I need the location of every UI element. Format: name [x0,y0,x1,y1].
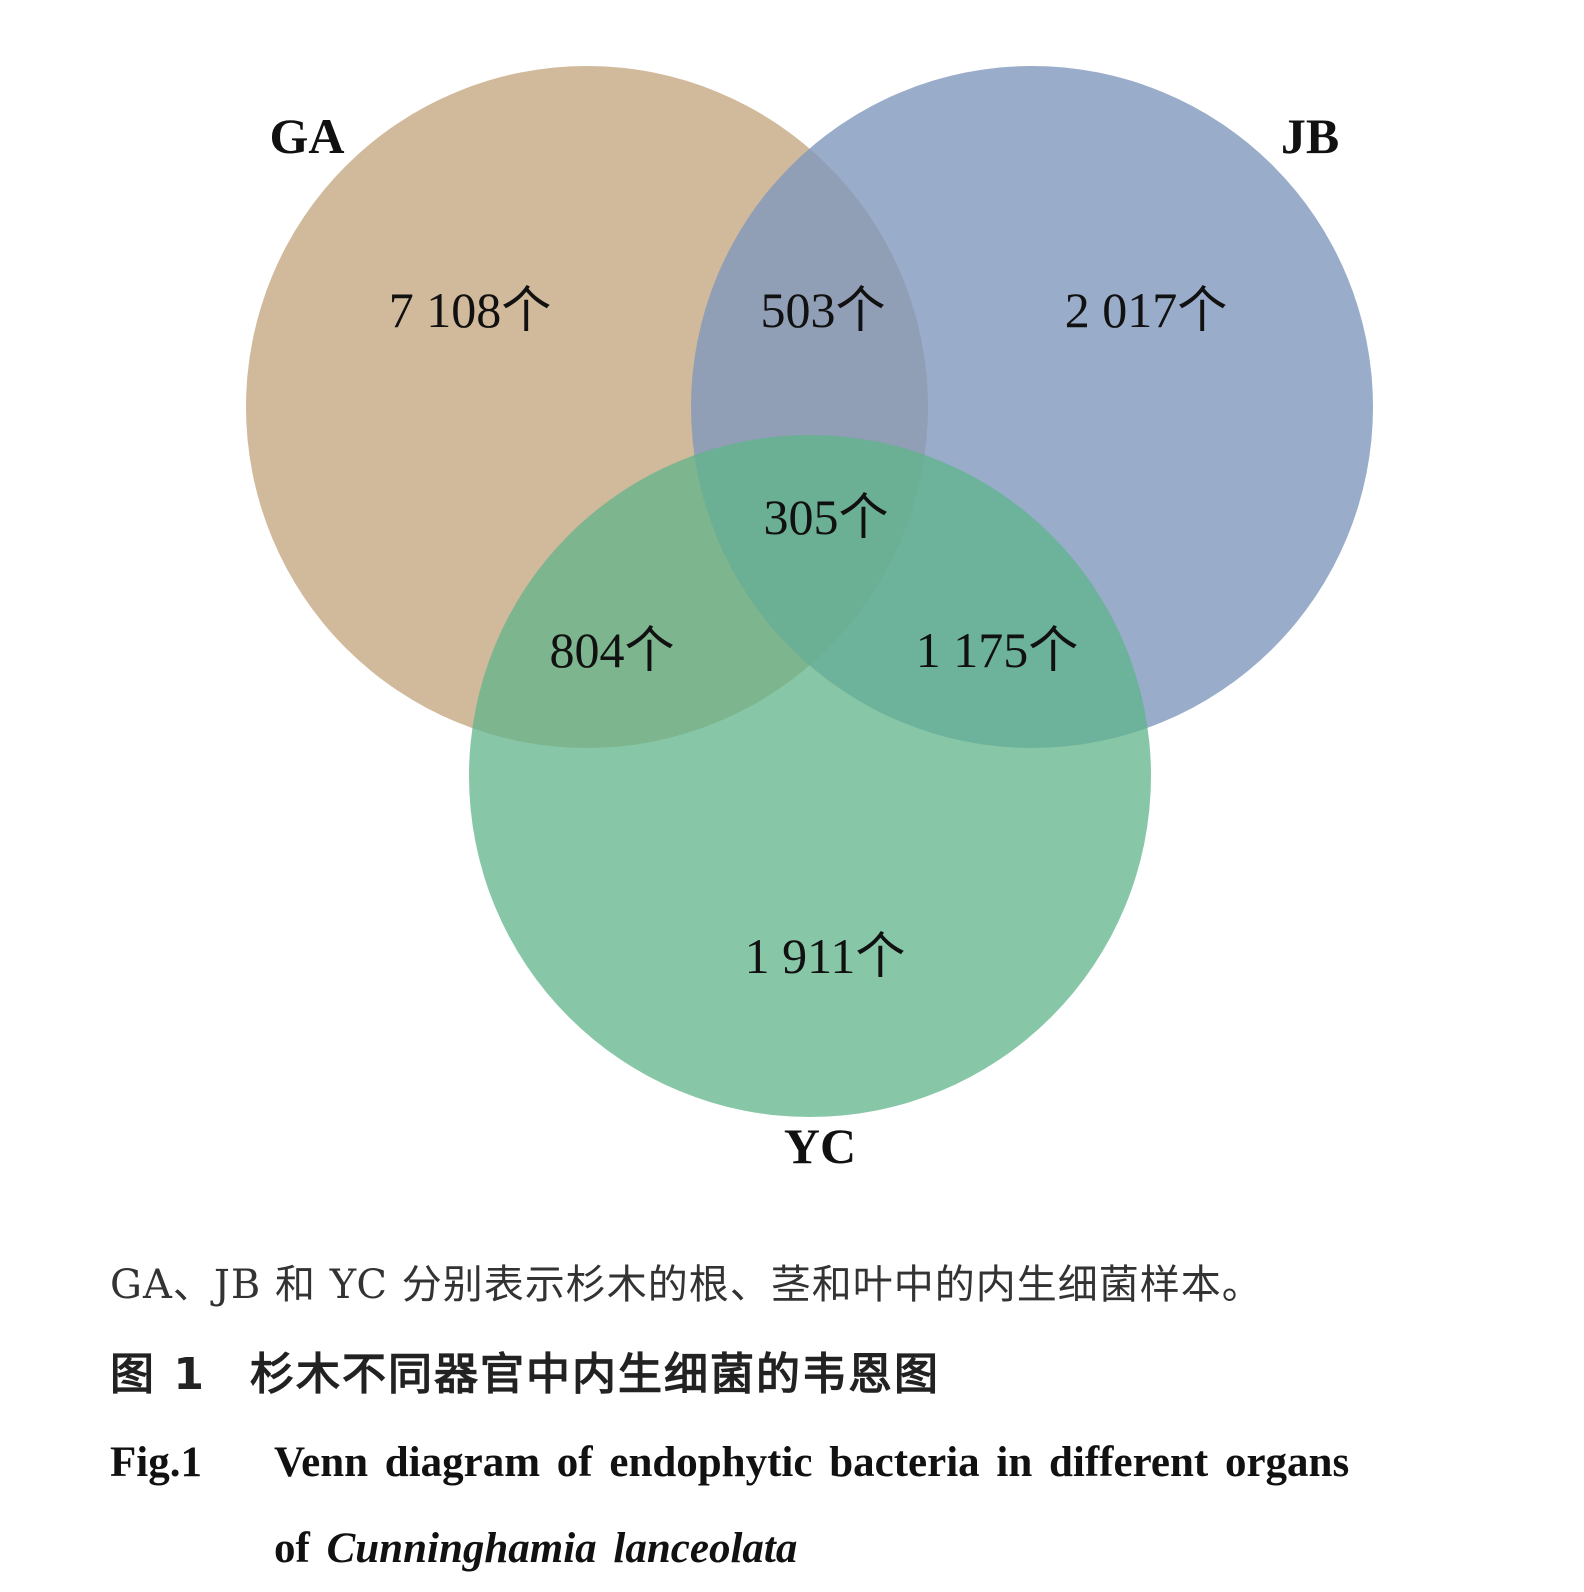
caption-english-title-of: of [274,1525,310,1572]
caption-chinese-title: 杉木不同器官中内生细菌的韦恩图 [250,1349,940,1400]
caption-chinese: 图 1 杉木不同器官中内生细菌的韦恩图 [110,1338,940,1402]
caption-english-figure-number: Fig.1 [110,1439,202,1486]
region-ga-yc: 804个 [550,622,675,678]
set-label-yc: YC [784,1118,856,1174]
set-label-ga: GA [270,108,345,164]
caption-chinese-figure-number: 图 1 [110,1349,206,1400]
caption-english-line-1: Fig.1 Venn diagram of endophytic bacteria… [110,1420,1530,1506]
caption-english: Fig.1 Venn diagram of endophytic bacteria… [110,1420,1530,1592]
region-all: 305个 [764,489,889,545]
caption-english-species-name: Cunninghamia lanceolata [326,1525,798,1572]
set-circle-yc [469,435,1151,1117]
region-jb-yc: 1 175个 [916,622,1079,678]
region-yc-only: 1 911个 [745,928,906,984]
caption-note: GA、JB 和 YC 分别表示杉木的根、茎和叶中的内生细菌样本。 [110,1262,1263,1308]
caption-english-line-2: of Cunninghamia lanceolata [110,1506,1530,1592]
caption-english-title-line-1: Venn diagram of endophytic bacteria in d… [274,1439,1350,1486]
set-label-jb: JB [1281,108,1339,164]
region-ga-jb: 503个 [761,282,886,338]
venn-diagram: GA JB YC 7 108个 503个 2 017个 305个 804个 1 … [246,66,1373,1174]
region-ga-only: 7 108个 [389,282,552,338]
region-jb-only: 2 017个 [1065,282,1228,338]
